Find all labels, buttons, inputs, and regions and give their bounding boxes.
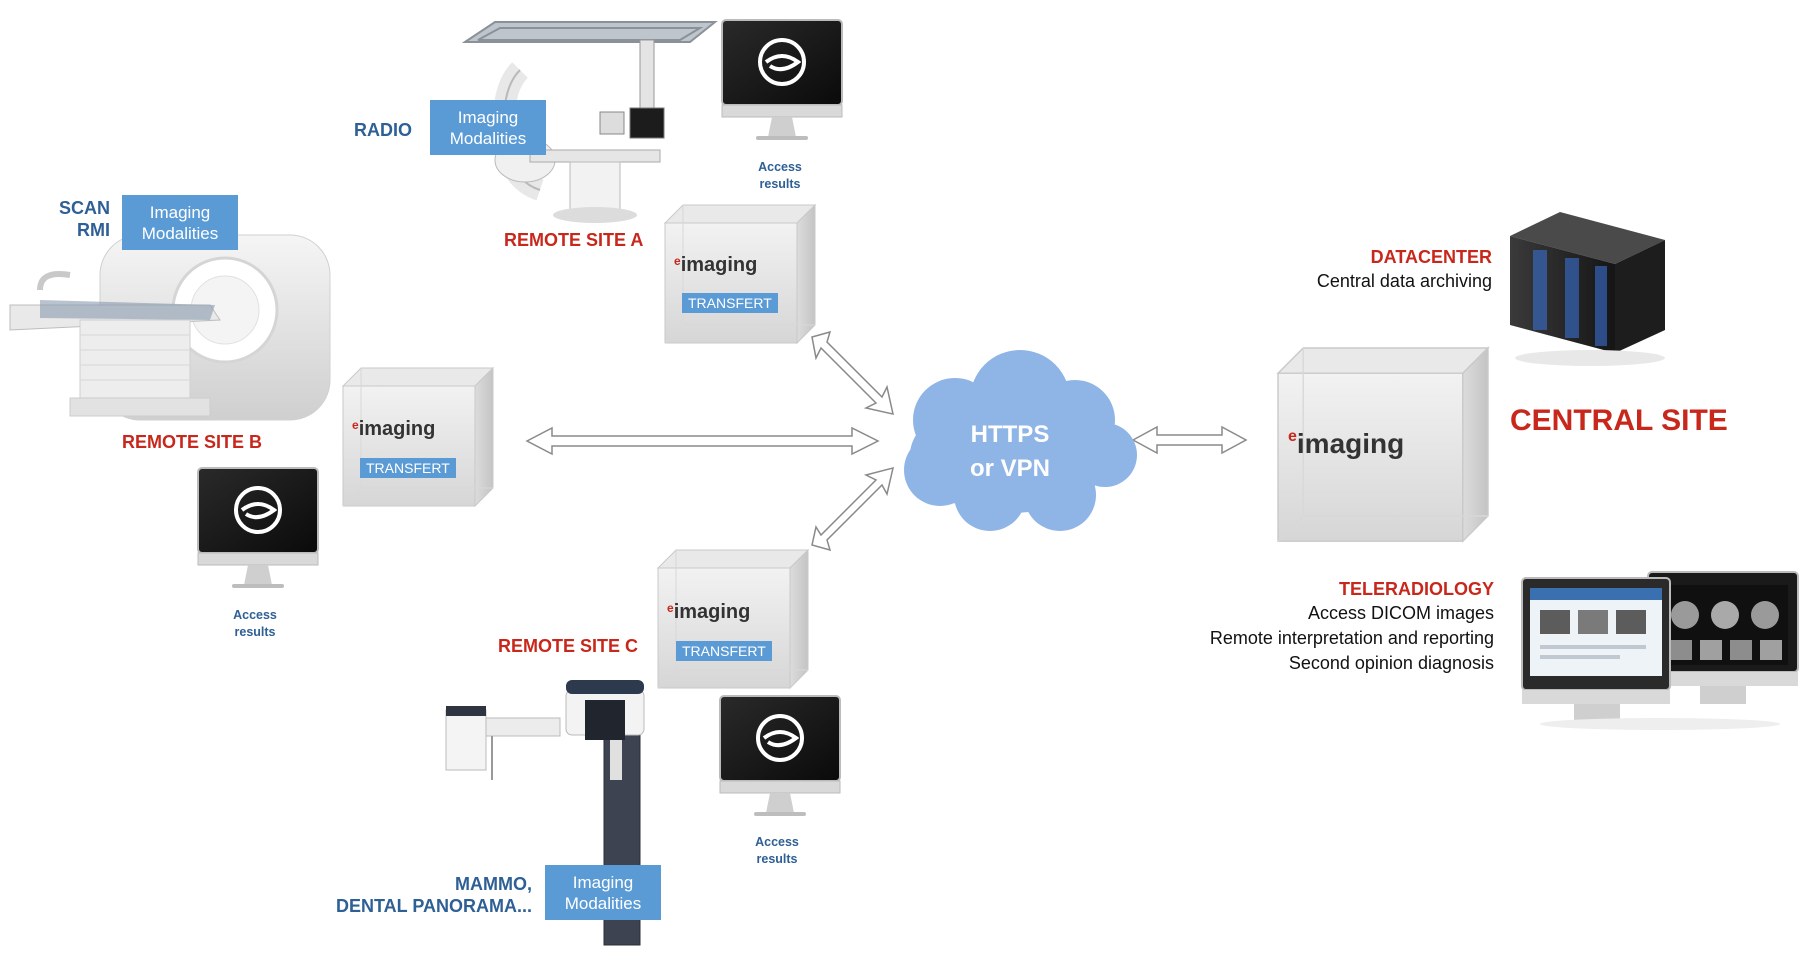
double-arrow-site-c bbox=[811, 466, 895, 552]
imaging-modalities-box-site-b: Imaging Modalities bbox=[122, 195, 238, 250]
access-line1: Access bbox=[758, 160, 802, 174]
site-a-name: REMOTE SITE A bbox=[504, 230, 644, 250]
imaging-modalities-box-site-c: Imaging Modalities bbox=[545, 865, 661, 920]
transfert-badge-site-c: TRANSFERT bbox=[676, 641, 772, 661]
central-site-title: CENTRAL SITE bbox=[1510, 404, 1728, 437]
teleradiology-item: Second opinion diagnosis bbox=[1288, 653, 1494, 673]
teleradiology-item: Access DICOM images bbox=[1307, 603, 1494, 623]
site-c-modality-label: MAMMO, DENTAL PANORAMA... bbox=[300, 873, 532, 917]
brand-text: imaging bbox=[680, 254, 758, 276]
network-line1: HTTPS bbox=[971, 421, 1050, 448]
monitor-site-c-image bbox=[718, 694, 842, 818]
cube-site-c-brand: eimaging bbox=[667, 601, 797, 624]
site-a-modality-label: RADIO bbox=[354, 120, 412, 140]
brand-prefix: e bbox=[674, 254, 681, 268]
access-line2: results bbox=[756, 852, 798, 866]
teleradiology-item: Remote interpretation and reporting bbox=[1209, 628, 1494, 648]
monitor-site-b-image bbox=[196, 466, 320, 590]
modality-line1: Imaging bbox=[149, 203, 211, 222]
brand-prefix: e bbox=[1288, 428, 1297, 445]
modality-line1: Imaging bbox=[572, 873, 634, 892]
access-results-site-a: Access results bbox=[745, 159, 815, 193]
double-arrow-site-b bbox=[525, 426, 880, 456]
cube-site-a-brand: eimaging bbox=[674, 254, 804, 277]
site-c-name: REMOTE SITE C bbox=[498, 636, 639, 656]
modality-line2: Modalities bbox=[141, 224, 219, 243]
double-arrow-central bbox=[1131, 425, 1248, 455]
access-line1: Access bbox=[755, 835, 799, 849]
modality-line1: Imaging bbox=[457, 108, 519, 127]
access-line1: Access bbox=[233, 608, 277, 622]
brand-text: imaging bbox=[358, 418, 436, 440]
access-results-site-c: Access results bbox=[742, 834, 812, 868]
site-b-modality-label: SCAN RMI bbox=[40, 197, 110, 241]
site-b-name: REMOTE SITE B bbox=[122, 432, 263, 452]
site-c-modality-line2: DENTAL PANORAMA... bbox=[336, 896, 532, 916]
teleradiology-title: TELERADIOLOGY bbox=[1338, 579, 1494, 599]
datacenter-title: DATACENTER bbox=[1370, 247, 1492, 267]
site-b-modality-line1: SCAN bbox=[58, 198, 110, 218]
cube-central-brand: eimaging bbox=[1288, 428, 1458, 460]
modality-line2: Modalities bbox=[564, 894, 642, 913]
transfert-badge-site-a: TRANSFERT bbox=[682, 293, 778, 313]
teleradiology-list: Access DICOM images Remote interpretatio… bbox=[1100, 601, 1494, 676]
datacenter-description: Central data archiving bbox=[1316, 271, 1492, 291]
site-b-modality-line2: RMI bbox=[77, 220, 110, 240]
access-results-site-b: Access results bbox=[220, 607, 290, 641]
brand-prefix: e bbox=[667, 601, 674, 615]
cube-site-b-brand: eimaging bbox=[352, 418, 482, 441]
network-line2: or VPN bbox=[970, 455, 1050, 482]
brand-prefix: e bbox=[352, 418, 359, 432]
transfert-badge-site-b: TRANSFERT bbox=[360, 458, 456, 478]
ct-scanner-image bbox=[9, 234, 331, 421]
access-line2: results bbox=[759, 177, 801, 191]
datacenter-servers-image bbox=[1510, 212, 1665, 366]
access-line2: results bbox=[234, 625, 276, 639]
network-cloud bbox=[904, 350, 1137, 531]
teleradiology-monitors-image bbox=[1521, 571, 1799, 730]
modality-line2: Modalities bbox=[449, 129, 527, 148]
double-arrow-site-a bbox=[811, 330, 894, 415]
monitor-site-a-image bbox=[720, 18, 844, 142]
brand-text: imaging bbox=[673, 601, 751, 623]
site-c-modality-line1: MAMMO, bbox=[455, 874, 532, 894]
brand-text: imaging bbox=[1296, 428, 1405, 459]
imaging-modalities-box-site-a: Imaging Modalities bbox=[430, 100, 546, 155]
